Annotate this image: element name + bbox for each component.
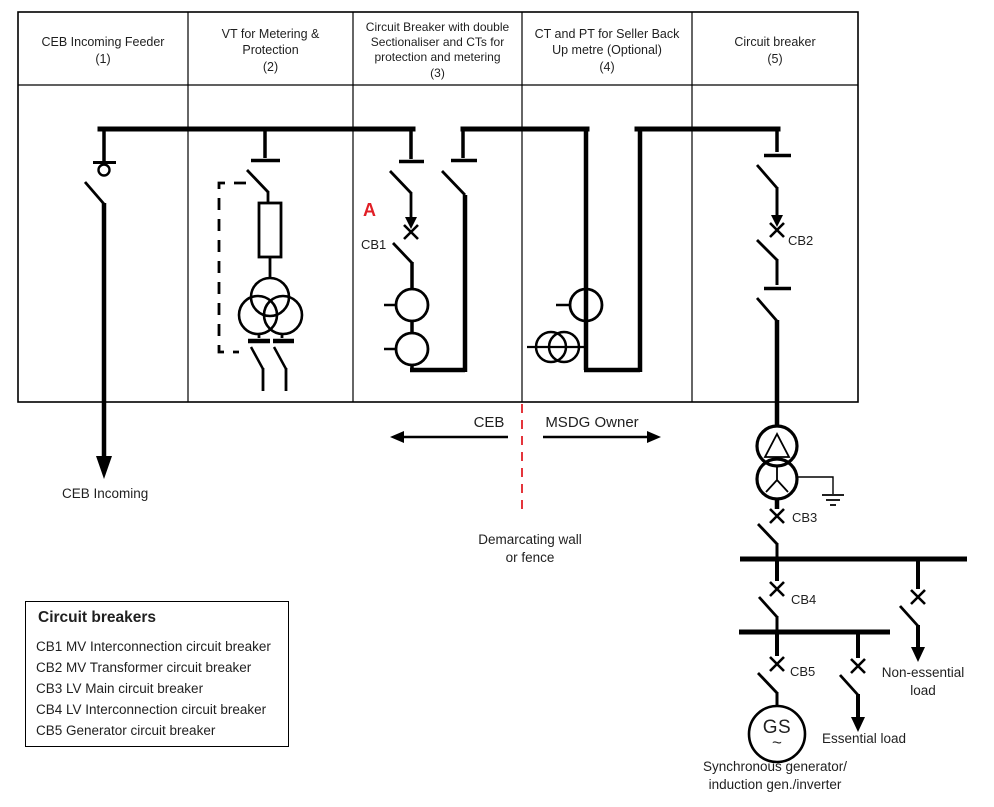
msdg-arrowhead: [647, 431, 661, 443]
legend-items: CB1 MV Interconnection circuit breaker C…: [36, 636, 271, 741]
col4-number: (4): [599, 60, 615, 74]
cb4-symbol: [757, 561, 785, 630]
legend-item-cb2: CB2 MV Transformer circuit breaker: [36, 660, 252, 675]
ct-2: [394, 331, 430, 367]
cb3-label: CB3: [792, 510, 818, 525]
non-essential-load-branch: [898, 561, 926, 662]
table-header-col3: Circuit Breaker with double Sectionalise…: [353, 12, 522, 85]
table-header-col5: Circuit breaker (5): [692, 12, 858, 85]
transformer-symbol: [755, 424, 844, 506]
col1-title: CEB Incoming Feeder: [41, 35, 165, 49]
generator-circle: [747, 704, 807, 764]
cb1-breaker-x: [403, 224, 419, 240]
backup-pt-winding1: [534, 330, 568, 364]
backup-ct: [568, 287, 604, 323]
cb5-generator-branch: [747, 634, 807, 764]
col5-number: (5): [767, 52, 783, 66]
col1-number: (1): [95, 52, 111, 66]
generator-caption: Synchronous generator/ induction gen./in…: [702, 759, 848, 792]
non-essential-load-label: Non-essential load: [881, 665, 965, 698]
col4-title: CT and PT for Seller Back Up metre (Opti…: [534, 27, 680, 57]
legend-item-cb3: CB3 LV Main circuit breaker: [36, 681, 204, 696]
cb4-label: CB4: [791, 592, 817, 607]
legend-title: Circuit breakers: [38, 609, 157, 626]
circuit-breakers-legend: Circuit breakers CB1 MV Interconnection …: [25, 601, 289, 747]
ceb-arrowhead: [390, 431, 404, 443]
point-a-marker: A: [363, 200, 376, 220]
backup-pt-winding2: [547, 330, 581, 364]
legend-item-cb1: CB1 MV Interconnection circuit breaker: [36, 639, 271, 654]
cb1-label: CB1: [361, 237, 387, 252]
delta-winding: [763, 432, 791, 458]
col3-title: Circuit Breaker with double Sectionalise…: [365, 20, 510, 64]
incoming-feeder-symbol: [83, 129, 116, 479]
ceb-incoming-label: CEB Incoming: [62, 486, 149, 501]
cb2-label: CB2: [788, 233, 814, 248]
cb3-symbol: [756, 499, 785, 557]
ceb-incoming-arrowhead: [96, 456, 112, 479]
cb1-bay: [384, 129, 477, 373]
col3-number: (3): [430, 66, 445, 80]
generator-gs-label: GS ~: [762, 716, 792, 752]
table-header-col4: CT and PT for Seller Back Up metre (Opti…: [522, 12, 692, 85]
essential-arrowhead: [851, 717, 865, 732]
cb2-breaker-x: [769, 222, 785, 238]
table-header-col1: CEB Incoming Feeder (1): [18, 12, 188, 85]
cb5-breaker-x: [769, 656, 785, 672]
non-essential-arrowhead: [911, 647, 925, 662]
table-header-col2: VT for Metering & Protection (2): [188, 12, 353, 85]
table-grid: [17, 11, 859, 403]
ownership-arrows: [390, 431, 661, 443]
cb3-breaker-x: [769, 508, 785, 524]
essential-load-label: Essential load: [822, 731, 907, 746]
msdg-side-label: MSDG Owner: [545, 414, 639, 431]
earth-symbol: [822, 494, 844, 506]
ct-pt-bay: [527, 129, 643, 373]
wye-winding: [765, 467, 789, 493]
vt-symbol: [217, 129, 304, 391]
col5-title: Circuit breaker: [734, 35, 816, 49]
cb4-breaker-x: [769, 581, 785, 597]
demarcating-wall-label: Demarcating wall or fence: [478, 532, 582, 565]
ct-1: [394, 287, 430, 323]
col2-number: (2): [262, 60, 279, 74]
col2-title: VT for Metering & Protection: [221, 27, 320, 57]
ceb-side-label: CEB: [473, 414, 505, 431]
vt-dashed-enclosure: [217, 181, 246, 354]
cb2-bay: [755, 129, 791, 427]
cb5-label: CB5: [790, 664, 816, 679]
essential-load-branch: [838, 634, 866, 732]
legend-item-cb5: CB5 Generator circuit breaker: [36, 723, 216, 738]
legend-item-cb4: CB4 LV Interconnection circuit breaker: [36, 702, 267, 717]
sine-wave-glyph: ~: [772, 732, 782, 752]
